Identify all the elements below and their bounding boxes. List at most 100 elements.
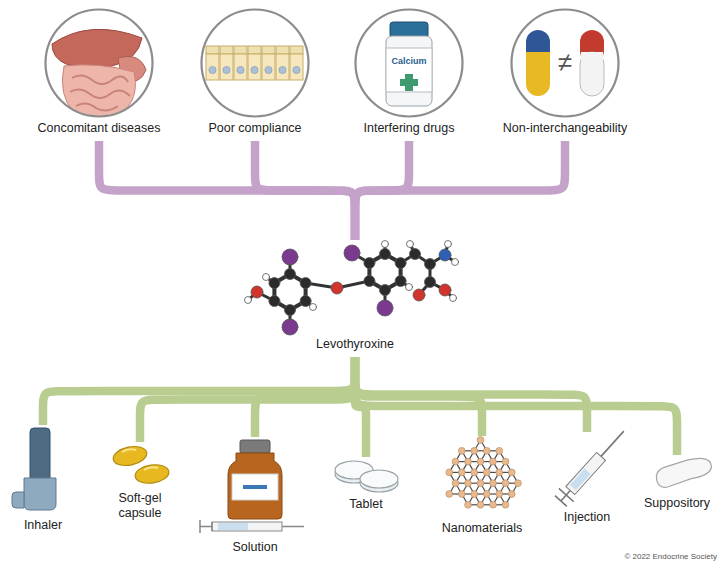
formulation-item: Injection [538, 432, 636, 525]
nanomaterial-lattice-part [483, 491, 490, 498]
pill-organizer-part [262, 54, 275, 80]
icon-area [432, 436, 532, 518]
organs-illustration-part [70, 75, 130, 110]
circle-outline [44, 8, 154, 118]
suppository-icon-part [654, 456, 713, 489]
node-label: Injection [538, 510, 636, 525]
levothyroxine-molecule-part-part [452, 259, 459, 266]
circle-outline [512, 10, 619, 117]
nanomaterial-lattice [446, 437, 522, 509]
formulation-item: Soft-gel capsule [100, 442, 180, 521]
icon-area [245, 240, 465, 334]
nanomaterial-lattice-part [471, 469, 478, 476]
levothyroxine-molecule-part-part [310, 304, 317, 311]
icon-area [7, 425, 79, 515]
solution-icon-part [243, 485, 267, 489]
formulation-item: Solution [196, 437, 314, 555]
capsules-part [580, 30, 604, 63]
pill-organizer-part [234, 46, 247, 54]
condition-circle: Interfering drugs [330, 8, 488, 136]
levothyroxine-molecule-part-part [439, 249, 451, 261]
copyright-note: © 2022 Endocrine Society [624, 553, 717, 561]
levothyroxine-molecule-part-part [377, 300, 393, 316]
levothyroxine-molecule-part-part [407, 241, 414, 248]
levothyroxine-molecule-part-part [282, 249, 298, 265]
formulation-item: Tablet [322, 457, 410, 512]
capsules-part [581, 52, 603, 63]
icon-area [640, 455, 714, 493]
pill-organizer-part [290, 54, 303, 80]
levothyroxine-molecule-part [248, 244, 455, 327]
pill-organizer-part [206, 54, 219, 80]
pill-organizer-part [234, 54, 247, 80]
nanomaterial-lattice-part [508, 469, 515, 476]
formulation-item: Inhaler [3, 425, 83, 533]
levothyroxine-molecule-part-part [269, 296, 280, 307]
levothyroxine-molecule-part-part [331, 282, 343, 294]
node-label: Solution [196, 540, 314, 555]
nanomaterial-lattice-part [477, 480, 484, 487]
nanomaterial-lattice-part [496, 447, 503, 454]
levothyroxine-molecule-part-part [425, 259, 436, 270]
levothyroxine-molecule-part-part [380, 249, 391, 260]
levothyroxine-molecule-part-part [382, 241, 389, 248]
soft-gel-icon [112, 444, 171, 486]
cause-connector [355, 141, 565, 240]
tablet-icon [335, 461, 398, 492]
formulation-connector [255, 357, 355, 437]
formulation-connector [140, 357, 355, 442]
capsules-part [526, 30, 550, 63]
nanomaterial-lattice-part [496, 469, 503, 476]
levothyroxine-molecule-part-part [263, 274, 270, 281]
circle-outline [510, 8, 620, 118]
levothyroxine-molecule-part-part [364, 276, 375, 287]
solution-icon-part [218, 523, 248, 530]
levothyroxine-molecule-part-part [285, 269, 296, 280]
nanomaterial-lattice-part [483, 469, 490, 476]
nanomaterial-lattice-part [465, 501, 472, 508]
circle-outline [200, 8, 310, 118]
bottle-text: Calcium [391, 57, 426, 66]
levothyroxine-molecule-part-part [425, 277, 436, 288]
levothyroxine-molecule-part-part [445, 241, 452, 248]
formulation-connector [355, 357, 677, 455]
solution-icon-part [228, 453, 282, 519]
levothyroxine-molecule-part-part [395, 258, 406, 269]
circle-outline [354, 8, 464, 118]
pill-organizer-part [248, 54, 261, 80]
levothyroxine-molecule-part-part [450, 295, 457, 302]
nanomaterial-lattice-part [477, 437, 484, 444]
pill-organizer-part [276, 54, 289, 80]
levothyroxine-molecule-part [245, 241, 459, 336]
nanomaterial-lattice-part [458, 469, 465, 476]
node-label: Concomitant diseases [20, 121, 178, 136]
levothyroxine-molecule-part-part [300, 296, 311, 307]
pill-organizer-part [237, 66, 244, 73]
organs-illustration [52, 29, 146, 117]
icon-area [200, 437, 310, 537]
icon-area [326, 457, 406, 494]
nanomaterial-lattice-part [490, 501, 497, 508]
pill-organizer-part [265, 66, 272, 73]
pill-organizer-part [290, 46, 303, 54]
nanomaterial-lattice-part [458, 447, 465, 454]
levothyroxine-molecule-part-part [245, 297, 252, 304]
solution-icon-part [240, 440, 270, 453]
solution-icon-part [232, 474, 278, 500]
capsules-part [580, 52, 604, 96]
nanomaterial-lattice-part [477, 458, 484, 465]
circle-outline [202, 10, 309, 117]
nanomaterial-lattice-part [508, 491, 515, 498]
circle-outline [200, 8, 310, 118]
pill-organizer-part [251, 66, 258, 73]
soft-gel-icon-part [112, 444, 149, 469]
inhaler-icon-part [30, 428, 50, 484]
nanomaterial-lattice-part [471, 491, 478, 498]
nanomaterial-lattice-part [490, 458, 497, 465]
pill-organizer-part [220, 54, 233, 80]
condition-circle: Non-interchangeability [486, 8, 644, 136]
injection-icon [553, 424, 631, 507]
nanomaterial-lattice-part [502, 458, 509, 465]
circle-outline [46, 10, 153, 117]
